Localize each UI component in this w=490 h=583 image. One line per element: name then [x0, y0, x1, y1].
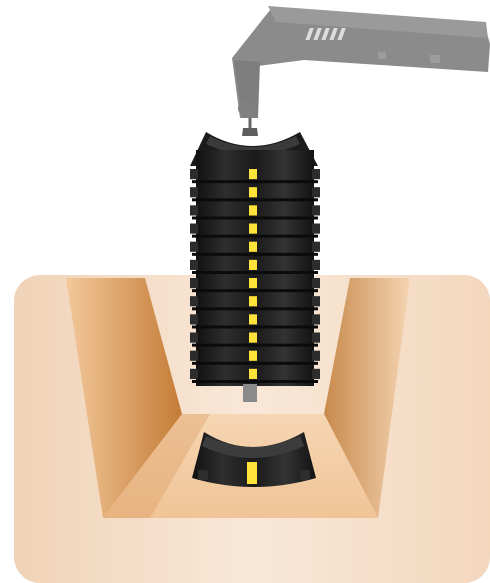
stack-segment-lug-right: [312, 205, 320, 215]
stack-segment-rib: [192, 344, 318, 347]
stack-segment-lug-right: [312, 333, 320, 343]
stack-segment-rib: [192, 271, 318, 274]
stack-segment-lug-left: [190, 351, 198, 361]
stack-segment-lug-left: [190, 333, 198, 343]
crane-plate-2: [430, 55, 440, 63]
stack-segment-rib: [192, 362, 318, 365]
stack-segment-lug-left: [190, 187, 198, 197]
stack-segment-rib: [192, 326, 318, 329]
stack-segment-lug-left: [190, 260, 198, 270]
stacked-tire-segments: [190, 132, 320, 402]
stack-segment-lug-right: [312, 314, 320, 324]
stack-segment-lug-right: [312, 260, 320, 270]
stack-segment-lug-right: [312, 169, 320, 179]
stack-segment-lug-right: [312, 278, 320, 288]
stack-segment-lug-right: [312, 242, 320, 252]
stack-segment-rib: [192, 307, 318, 310]
stack-segment-reflector: [249, 205, 257, 215]
stack-segment-reflector: [249, 187, 257, 197]
stack-segment-reflector: [249, 314, 257, 324]
stack-segment-lug-left: [190, 278, 198, 288]
stack-segment-rib: [192, 198, 318, 201]
stack-segment-lug-left: [190, 224, 198, 234]
stack-segment-lug-right: [312, 187, 320, 197]
single-segment-reflector: [247, 462, 257, 484]
stack-segment-reflector: [249, 224, 257, 234]
crane-plate-1: [378, 52, 386, 59]
stack-segment-lug-left: [190, 242, 198, 252]
stack-segment-reflector: [249, 333, 257, 343]
stack-segment-lug-right: [312, 296, 320, 306]
stack-segment-reflector: [249, 260, 257, 270]
single-segment-lug-right: [300, 470, 310, 480]
stack-segment-reflector: [249, 296, 257, 306]
stack-segment-reflector: [249, 169, 257, 179]
stack-segment-lug-right: [312, 369, 320, 379]
stack-segment-lug-left: [190, 205, 198, 215]
stack-segment-lug-left: [190, 169, 198, 179]
stack-segment-lug-left: [190, 369, 198, 379]
stack-segment-rib: [192, 253, 318, 256]
stack-segment-lug-left: [190, 314, 198, 324]
single-segment-lug-left: [198, 470, 208, 480]
crane-hook: [242, 128, 258, 136]
stack-segment-rib: [192, 289, 318, 292]
stack-segment-rib: [192, 235, 318, 238]
stack-segment-rib: [192, 217, 318, 220]
stack-segment-lug-right: [312, 224, 320, 234]
stack-segment-reflector: [249, 242, 257, 252]
stack-segment-reflector: [249, 369, 257, 379]
stack-segment-lug-left: [190, 296, 198, 306]
stack-segment-lug-right: [312, 351, 320, 361]
stack-segment-reflector: [249, 278, 257, 288]
stack-bottom-stem: [243, 384, 257, 402]
stack-segment-rib: [192, 380, 318, 383]
stack-segment-reflector: [249, 351, 257, 361]
stack-segment-rib: [192, 180, 318, 183]
crane-boom-icon: [232, 6, 490, 136]
crane-pivot: [238, 99, 256, 117]
